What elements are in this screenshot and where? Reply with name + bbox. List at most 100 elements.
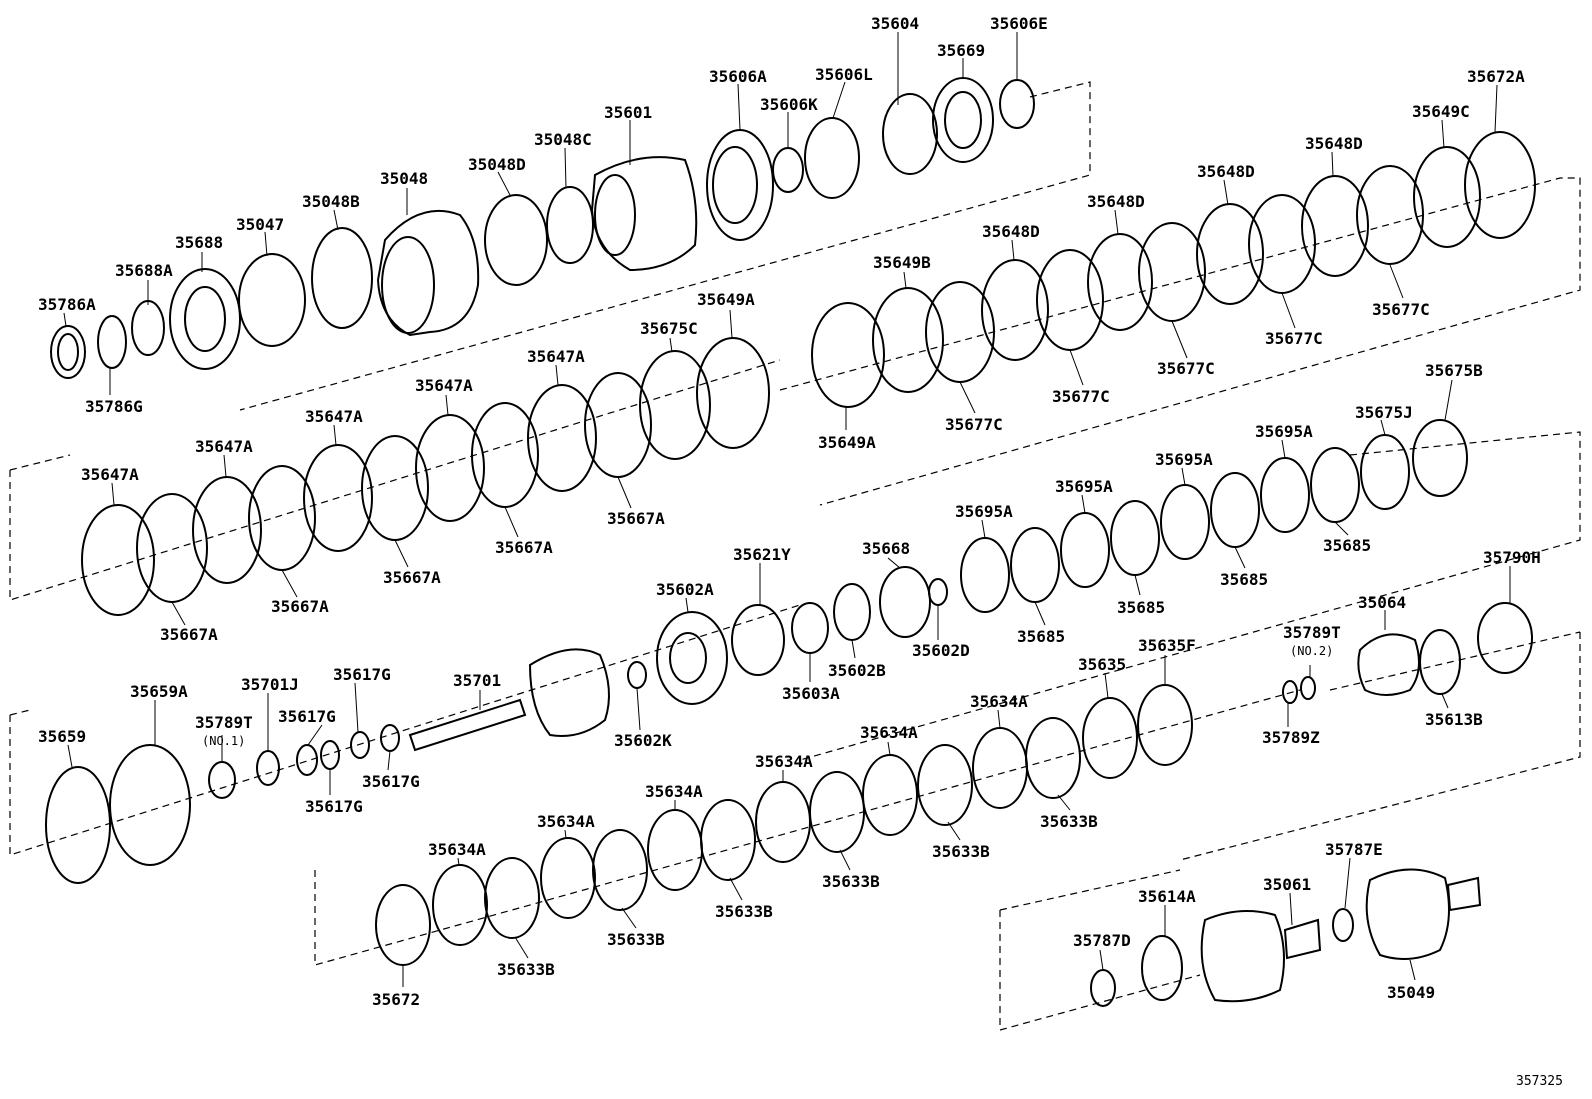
part-ring (1332, 908, 1354, 942)
part-label: 35667A (383, 568, 441, 587)
part-gear (656, 611, 728, 705)
part-label: 35695A (1255, 422, 1313, 441)
part-disc (1082, 697, 1138, 779)
part-label: 35789T (195, 713, 253, 732)
part-drum (376, 209, 480, 337)
part-label: 35602A (656, 580, 714, 599)
part-label: 35789Z (1262, 728, 1320, 747)
part-label: 35647A (305, 407, 363, 426)
part-ring (627, 661, 647, 689)
part-label: 35701 (453, 671, 501, 690)
part-label: 35647A (81, 465, 139, 484)
part-label: 35789T (1283, 623, 1341, 642)
part-label: 35685 (1323, 536, 1371, 555)
part-ring (380, 724, 400, 752)
part-label: 35606K (760, 95, 818, 114)
part-label: 35634A (428, 840, 486, 859)
part-label: 35647A (195, 437, 253, 456)
part-ring (350, 731, 370, 759)
part-disc (303, 444, 373, 552)
part-label: 35672A (1467, 67, 1525, 86)
part-number-labels: 35604 35606E 35669 35606A 35606L 35606K … (38, 14, 1541, 1009)
part-label: 35648D (982, 222, 1040, 241)
part-ring (791, 602, 829, 654)
part-label: 35701J (241, 675, 299, 694)
part-disc (192, 476, 262, 584)
part-label: 35672 (372, 990, 420, 1009)
part-disc (1356, 165, 1424, 265)
diagram-id: 357325 (1516, 1074, 1563, 1089)
part-hub (1357, 633, 1420, 696)
part-ring (696, 337, 770, 449)
part-gear (169, 268, 241, 370)
part-label: 35635F (1138, 636, 1196, 655)
part-disc (1310, 447, 1360, 523)
part-disc (639, 350, 711, 460)
part-label: 35613B (1425, 710, 1483, 729)
part-label: 35787E (1325, 840, 1383, 859)
part-disc (1210, 472, 1260, 548)
part-disc (540, 837, 596, 919)
part-disc (1010, 527, 1060, 603)
part-ring (381, 236, 435, 334)
part-shaft (1283, 918, 1322, 960)
part-label: 35695A (955, 502, 1013, 521)
part-label: 35648D (1197, 162, 1255, 181)
part-label: 35048D (468, 155, 526, 174)
part-disc (1196, 203, 1264, 305)
part-bearing (879, 566, 931, 638)
part-label: 35606A (709, 67, 767, 86)
part-label: 35633B (715, 902, 773, 921)
part-label: 35688 (175, 233, 223, 252)
part-ring (712, 146, 758, 224)
part-label: 35685 (1220, 570, 1268, 589)
part-label: 35606E (990, 14, 1048, 33)
part-bearing (706, 129, 774, 241)
part-ring (1300, 676, 1316, 700)
part-label: 35787D (1073, 931, 1131, 950)
part-drum (528, 648, 610, 737)
part-label: 35688A (115, 261, 173, 280)
part-label: 35601 (604, 103, 652, 122)
part-disc (1260, 457, 1310, 533)
part-ring (731, 604, 785, 676)
part-disc (484, 857, 540, 939)
part-label: 35633B (497, 960, 555, 979)
part-label: 35634A (537, 812, 595, 831)
part-label: 35634A (645, 782, 703, 801)
part-disc (872, 287, 944, 393)
part-label: 35633B (822, 872, 880, 891)
part-ring (45, 766, 111, 884)
part-ring (944, 91, 982, 149)
part-disc (1360, 434, 1410, 510)
part-ring (208, 761, 236, 799)
part-disc (1301, 175, 1369, 277)
part-label: 35048C (534, 130, 592, 149)
part-disc (81, 504, 155, 616)
part-label: 35633B (1040, 812, 1098, 831)
part-label: 35047 (236, 215, 284, 234)
part-drum (1200, 910, 1285, 1003)
part-ring (109, 744, 191, 866)
part-label: 35633B (607, 930, 665, 949)
part-ring (184, 286, 226, 352)
part-label: 35695A (1155, 450, 1213, 469)
part-ring (833, 583, 871, 641)
part-label: 35606L (815, 65, 873, 84)
part-disc (755, 781, 811, 863)
part-label: 35677C (1052, 387, 1110, 406)
part-ring (484, 194, 548, 286)
part-disc (1060, 512, 1110, 588)
part-disc (592, 829, 648, 911)
part-shaft (408, 698, 527, 752)
part-label: 35604 (871, 14, 919, 33)
part-label: 35617G (362, 772, 420, 791)
part-label: 35048B (302, 192, 360, 211)
part-label: 35649B (873, 253, 931, 272)
part-label: 35635 (1078, 655, 1126, 674)
part-ring (256, 750, 280, 786)
part-label: 35061 (1263, 875, 1311, 894)
part-ring (1412, 419, 1468, 497)
part-label: 35677C (1265, 329, 1323, 348)
